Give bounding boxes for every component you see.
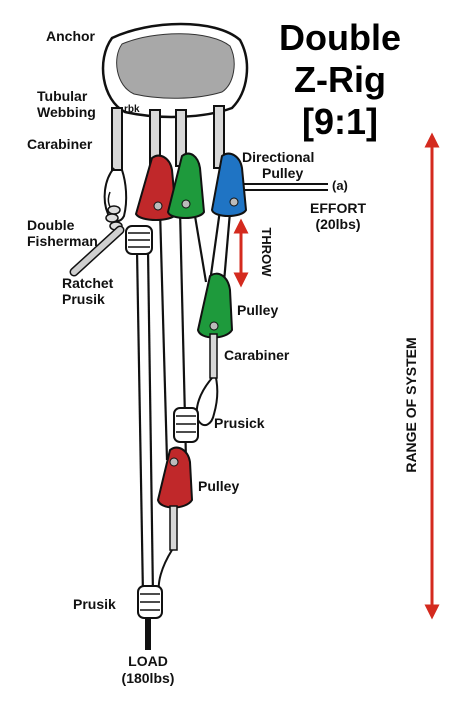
label-anchor: Anchor	[46, 28, 96, 44]
label-effort: EFFORT	[310, 200, 366, 216]
label-carabiner-top: Carabiner	[27, 136, 93, 152]
label-pulley-green: Pulley	[237, 302, 278, 318]
prusick-mid	[173, 407, 199, 443]
label-effort-marker: (a)	[332, 178, 348, 193]
label-prusick: Prusick	[214, 415, 265, 431]
label-ratchet-prusik-line2: Prusik	[62, 291, 105, 307]
label-double-fisherman-line1: Double	[27, 217, 75, 233]
pulley-red-lower	[156, 446, 194, 597]
label-pulley-red: Pulley	[198, 478, 239, 494]
label-carabiner-mid: Carabiner	[224, 347, 290, 363]
rope-load-main-right	[146, 249, 155, 597]
title-line-3: [9:1]	[302, 101, 378, 142]
label-directional-pulley-line1: Directional	[242, 149, 314, 165]
rope-green-down	[192, 209, 208, 283]
label-tubular-webbing-line1: Tubular	[37, 88, 88, 104]
rope-blue-down	[208, 209, 222, 283]
prusik-bottom	[137, 585, 163, 619]
webbing-slings	[111, 105, 225, 171]
label-load: LOAD	[128, 653, 168, 669]
label-tubular-webbing-line2: Webbing	[37, 104, 96, 120]
pulley-blue-directional	[210, 152, 248, 217]
anchor-rock	[101, 22, 249, 119]
title-line-1: Double	[279, 17, 401, 58]
label-directional-pulley-line2: Pulley	[262, 165, 303, 181]
label-effort-value: (20lbs)	[315, 216, 360, 232]
label-double-fisherman-line2: Fisherman	[27, 233, 98, 249]
pulley-green-top	[166, 152, 206, 219]
ratchet-prusik	[125, 225, 153, 255]
rope-load-main-left	[135, 249, 145, 597]
rope-red-to-lower	[158, 209, 169, 461]
effort-rope-fill	[240, 185, 328, 189]
label-range-of-system: RANGE OF SYSTEM	[403, 337, 419, 472]
pulley-green-mid	[196, 272, 234, 339]
rope-blue-down-2	[222, 211, 232, 283]
title-line-2: Z-Rig	[294, 59, 386, 100]
label-prusik-bottom: Prusik	[73, 596, 116, 612]
carabiner-mid	[195, 333, 219, 427]
double-fisherman-knot	[69, 205, 125, 277]
label-throw: THROW	[259, 227, 274, 277]
label-signature: rbk	[124, 104, 140, 115]
label-load-value: (180lbs)	[122, 670, 175, 686]
webbing-sling-1	[111, 107, 123, 171]
label-ratchet-prusik-line1: Ratchet	[62, 275, 114, 291]
